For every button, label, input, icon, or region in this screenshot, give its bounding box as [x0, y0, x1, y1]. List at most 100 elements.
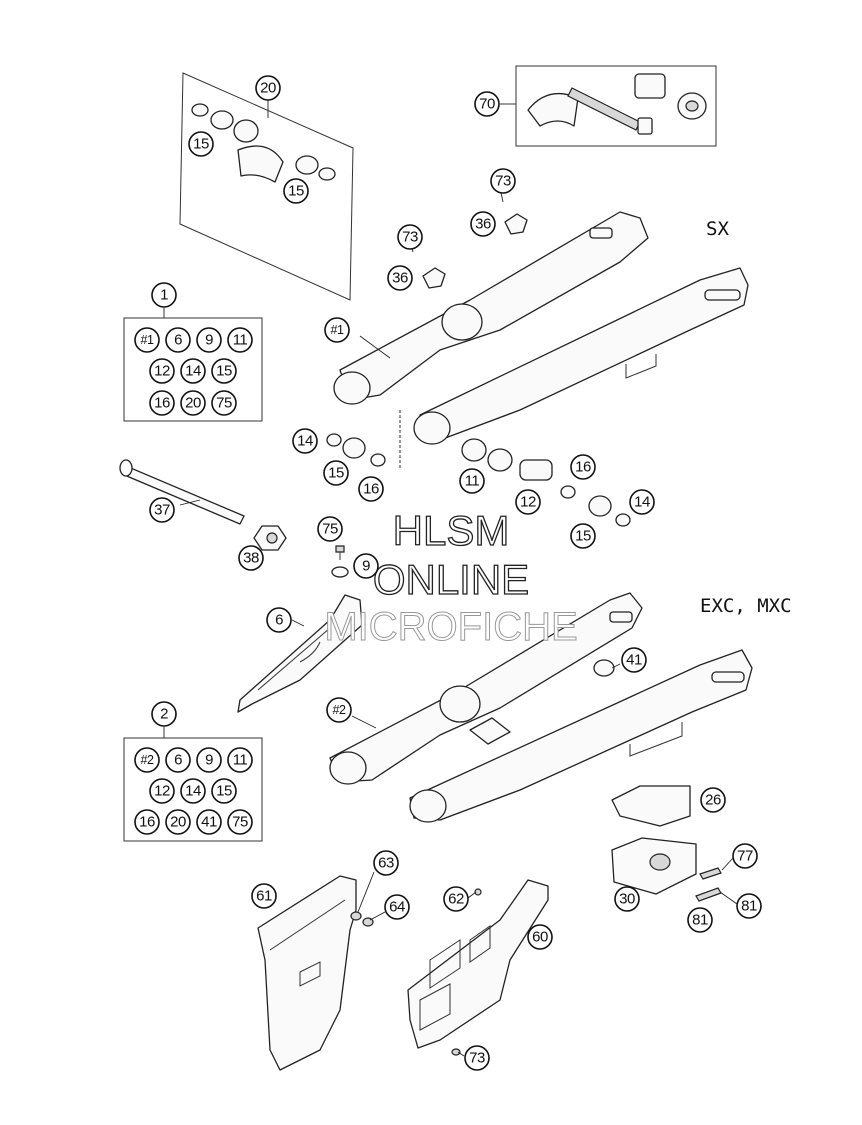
svg-text:73: 73	[469, 1050, 485, 1067]
sx-chain-clip-36-upper	[499, 187, 528, 235]
kit-1-item: 20	[180, 390, 206, 416]
callout-37: 37	[149, 497, 175, 523]
svg-text:15: 15	[193, 136, 209, 153]
callout-60: 60	[527, 924, 553, 950]
svg-text:#2: #2	[333, 703, 346, 717]
callout-61: 61	[251, 883, 277, 909]
callout-swingarm-2: #2	[326, 697, 352, 723]
callout-30: 30	[614, 886, 640, 912]
svg-text:14: 14	[297, 433, 313, 450]
callout-70: 70	[474, 91, 500, 117]
callout-12: 12	[515, 489, 541, 515]
tool-kit-panel	[500, 65, 717, 147]
callout-38: 38	[238, 545, 264, 571]
svg-text:14: 14	[185, 783, 201, 800]
kit-1-item: 15	[211, 358, 237, 384]
svg-text:77: 77	[737, 848, 753, 865]
callout-14: 14	[629, 489, 655, 515]
kit-2-item: #2	[134, 747, 160, 773]
svg-text:15: 15	[575, 528, 591, 545]
callout-26: 26	[700, 787, 726, 813]
svg-text:38: 38	[243, 550, 259, 567]
callout-15: 15	[570, 523, 596, 549]
chain-slider	[237, 594, 363, 713]
svg-text:70: 70	[479, 96, 495, 113]
callout-73: 73	[490, 168, 516, 194]
svg-text:9: 9	[205, 332, 213, 349]
callout-64: 64	[384, 894, 410, 920]
kit-1-item: 12	[149, 358, 175, 384]
svg-text:11: 11	[465, 473, 480, 490]
kit-1-item: 16	[149, 390, 175, 416]
svg-text:73: 73	[402, 229, 418, 246]
svg-text:75: 75	[232, 814, 248, 831]
callout-36: 36	[387, 265, 413, 291]
kit-2-number: 2	[151, 701, 177, 727]
callout-81: 81	[687, 907, 713, 933]
callout-62: 62	[443, 886, 469, 912]
kit-2-item: 11	[227, 747, 253, 773]
bearing-kit-panel	[179, 72, 354, 301]
svg-text:20: 20	[170, 814, 186, 831]
variant-label-exc-mxc: EXC, MXC	[700, 595, 792, 617]
svg-text:41: 41	[626, 652, 642, 669]
svg-text:15: 15	[328, 465, 344, 482]
svg-text:6: 6	[174, 752, 182, 769]
sx-swingarm	[333, 211, 749, 470]
variant-label-sx: SX	[706, 218, 729, 240]
svg-text:15: 15	[288, 183, 304, 200]
swingarm-pivot-bolt	[119, 459, 287, 551]
kit-1-item: 14	[180, 358, 206, 384]
callout-6: 6	[266, 607, 292, 633]
kit-2-item: 20	[165, 809, 191, 835]
kit-1-number: 1	[151, 282, 177, 308]
svg-text:9: 9	[362, 558, 370, 575]
kit-1-item: 6	[165, 327, 191, 353]
kit-2-item: 14	[180, 778, 206, 804]
svg-text:20: 20	[260, 80, 276, 97]
svg-text:1: 1	[160, 287, 168, 304]
chain-guide	[611, 785, 722, 902]
svg-text:15: 15	[216, 783, 232, 800]
svg-text:16: 16	[139, 814, 155, 831]
kit-1-item: 9	[196, 327, 222, 353]
kit-2-item: 15	[211, 778, 237, 804]
svg-text:62: 62	[448, 891, 464, 908]
callout-81: 81	[736, 893, 762, 919]
svg-text:6: 6	[275, 612, 283, 629]
svg-text:16: 16	[363, 481, 379, 498]
kit-2-item: 75	[227, 809, 253, 835]
callout-9: 9	[353, 553, 379, 579]
exc-mxc-swingarm	[329, 592, 753, 823]
callout-15: 15	[283, 178, 309, 204]
svg-text:12: 12	[154, 783, 170, 800]
callout-36: 36	[470, 211, 496, 237]
svg-text:11: 11	[233, 752, 248, 769]
leader-lines	[179, 499, 738, 1057]
svg-text:16: 16	[154, 395, 170, 412]
svg-text:20: 20	[185, 395, 201, 412]
svg-text:26: 26	[705, 792, 721, 809]
svg-text:75: 75	[322, 521, 338, 538]
svg-text:30: 30	[619, 891, 635, 908]
svg-text:#1: #1	[141, 333, 154, 347]
callout-73: 73	[397, 224, 423, 250]
svg-text:11: 11	[233, 332, 248, 349]
kit-2-item: 6	[165, 747, 191, 773]
svg-text:14: 14	[634, 494, 650, 511]
kit-2-item: 41	[196, 809, 222, 835]
svg-text:61: 61	[256, 888, 272, 905]
svg-text:16: 16	[575, 459, 591, 476]
callout-63: 63	[373, 850, 399, 876]
callout-73: 73	[464, 1045, 490, 1071]
svg-text:6: 6	[174, 332, 182, 349]
chain-guard-left	[257, 875, 374, 1071]
kit-1-item: 75	[211, 390, 237, 416]
callout-swingarm-1: #1	[324, 317, 350, 343]
svg-text:15: 15	[216, 363, 232, 380]
callout-77: 77	[732, 843, 758, 869]
sx-pivot-bearings	[326, 433, 631, 527]
svg-text:12: 12	[520, 494, 536, 511]
svg-text:63: 63	[378, 855, 394, 872]
